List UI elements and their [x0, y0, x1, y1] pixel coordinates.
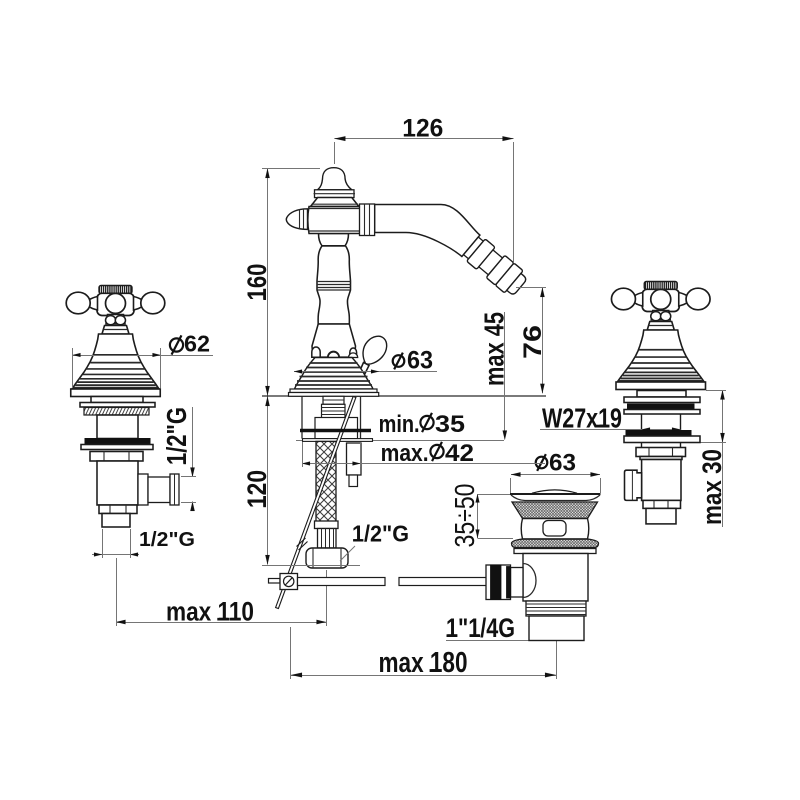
svg-text:min.: min. — [379, 411, 420, 438]
svg-text:W27x19: W27x19 — [542, 403, 622, 434]
svg-text:63: 63 — [407, 347, 433, 375]
svg-text:160: 160 — [242, 264, 272, 301]
svg-text:1"1/4G: 1"1/4G — [446, 613, 515, 643]
svg-text:1/2"G: 1/2"G — [161, 407, 192, 465]
svg-text:126: 126 — [402, 114, 443, 142]
svg-text:63: 63 — [549, 450, 576, 477]
svg-text:max 110: max 110 — [166, 597, 254, 627]
svg-text:76: 76 — [519, 325, 547, 359]
svg-text:max 45: max 45 — [479, 312, 510, 386]
svg-text:35: 35 — [435, 411, 465, 438]
svg-text:120: 120 — [242, 470, 272, 508]
svg-text:max 180: max 180 — [379, 647, 468, 679]
svg-text:1/2"G: 1/2"G — [352, 521, 409, 547]
svg-text:1/2"G: 1/2"G — [139, 528, 195, 551]
svg-text:max 30: max 30 — [697, 449, 727, 525]
svg-text:42: 42 — [445, 440, 474, 467]
svg-text:max.: max. — [381, 440, 429, 467]
svg-text:62: 62 — [184, 331, 210, 357]
svg-text:35÷50: 35÷50 — [449, 484, 480, 548]
